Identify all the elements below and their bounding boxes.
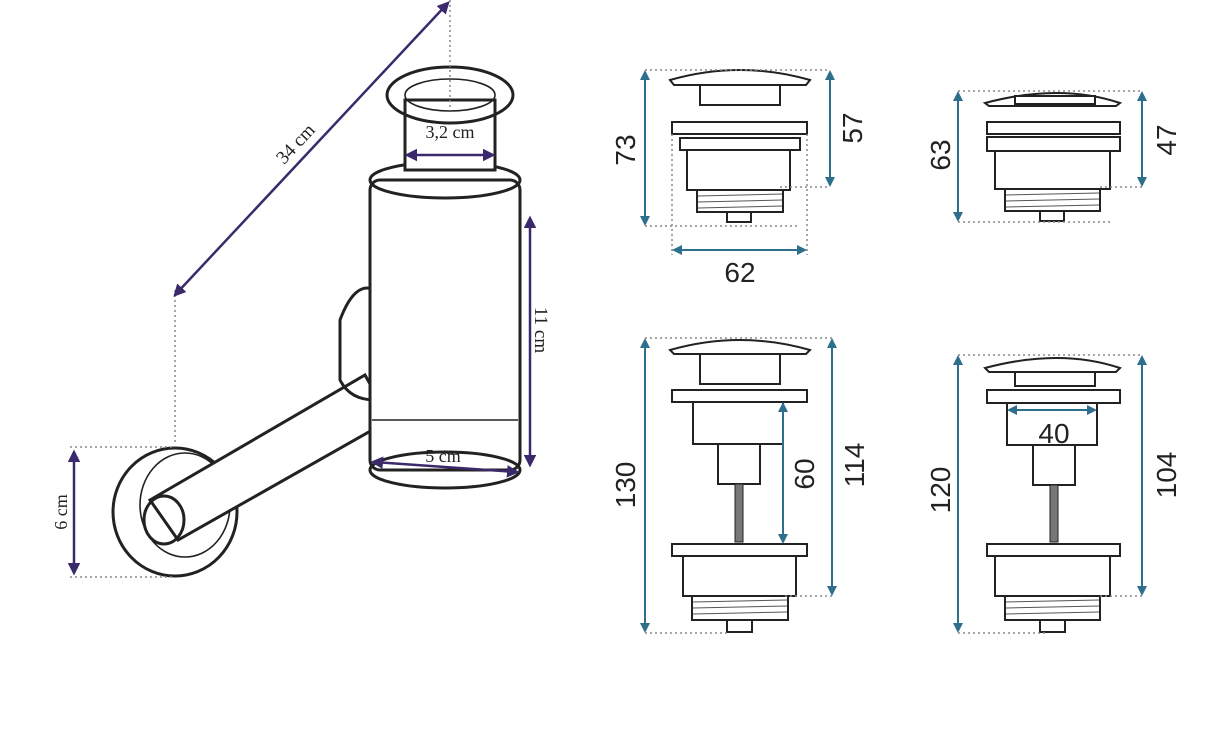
cap-height-label: 57	[837, 112, 868, 143]
width-label: 62	[724, 257, 755, 288]
length-dimension-arrow	[173, 1, 450, 297]
body-diameter-arrow	[370, 456, 520, 478]
outlet-arm	[147, 372, 393, 542]
total-height-label: 120	[925, 467, 956, 514]
plug-short-2: 63 47	[925, 90, 1182, 223]
plug-long-2: 120 104 40	[925, 354, 1182, 634]
wall-rosette	[111, 446, 239, 578]
body-diameter-label: 5 cm	[425, 446, 461, 466]
pipe-diameter-label: 3,2 cm	[426, 122, 475, 142]
cap-height-label: 47	[1151, 124, 1182, 155]
plug-short-1: 73 57 62	[610, 69, 868, 288]
total-height-label: 63	[925, 139, 956, 170]
siphon-body	[368, 178, 522, 472]
inner-width-label: 40	[1038, 418, 1069, 449]
cap-height-label: 114	[839, 443, 870, 488]
total-height-label: 130	[610, 462, 641, 509]
bottle-siphon-drawing: 34 cm 3,2 cm 11 cm 5 cm 6 cm	[51, 0, 551, 578]
plug-long-1: 130 114 60	[610, 337, 870, 634]
length-label: 34 cm	[272, 120, 320, 169]
body-height-label: 11 cm	[530, 307, 551, 353]
stem-height-label: 60	[789, 458, 820, 489]
cap-height-label: 104	[1151, 452, 1182, 499]
total-height-label: 73	[610, 134, 641, 165]
wall-plate-label: 6 cm	[51, 494, 71, 530]
